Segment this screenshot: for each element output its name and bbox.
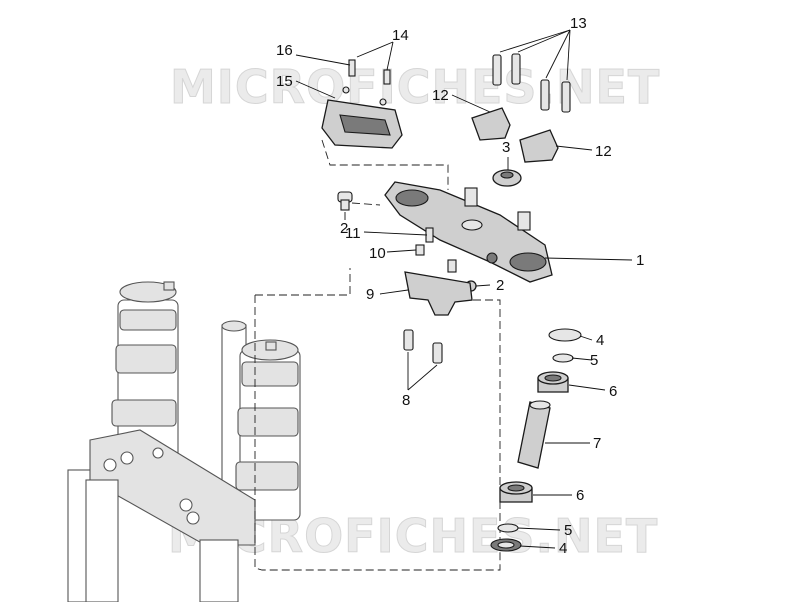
- washer-part-5b: [497, 523, 519, 533]
- screw-part-10b: [447, 259, 457, 273]
- label-1: 1: [636, 252, 644, 269]
- label-14: 14: [392, 27, 409, 44]
- label-6a: 6: [609, 383, 617, 400]
- label-4b: 4: [559, 540, 567, 557]
- seal-part-4a: [548, 328, 582, 342]
- label-12a: 12: [432, 87, 449, 104]
- label-9: 9: [366, 286, 374, 303]
- washer-part-5a: [552, 353, 574, 363]
- clamp-part-12b: [519, 129, 559, 163]
- clamp-part-12a: [471, 107, 511, 141]
- screw-part-10: [415, 244, 425, 256]
- fork-assembly-illustration: [67, 281, 301, 602]
- handlebar-cover-part-15: [321, 59, 403, 149]
- label-12b: 12: [595, 143, 612, 160]
- bearing-part-6a: [537, 371, 569, 393]
- label-5a: 5: [590, 352, 598, 369]
- assembly-line-lower-top: [255, 268, 351, 296]
- label-8: 8: [402, 392, 410, 409]
- assembly-line-top-cap: [321, 139, 449, 190]
- upper-triple-clamp-part-1: [384, 181, 553, 283]
- bolt-part-8b: [432, 342, 443, 364]
- label-10: 10: [369, 245, 386, 262]
- label-2b: 2: [496, 277, 504, 294]
- label-2a: 2: [340, 220, 348, 237]
- label-15: 15: [276, 73, 293, 90]
- bearing-part-6b: [499, 481, 533, 503]
- assembly-line-bolt2: [351, 202, 381, 206]
- screw-part-11: [425, 227, 434, 243]
- label-5b: 5: [564, 522, 572, 539]
- watermark-top: MICROFICHES.NET: [170, 60, 660, 114]
- assembly-line-right: [470, 299, 501, 545]
- label-13: 13: [570, 15, 587, 32]
- label-3: 3: [502, 139, 510, 156]
- stem-tube-part-7: [517, 400, 551, 469]
- label-6b: 6: [576, 487, 584, 504]
- label-4a: 4: [596, 332, 604, 349]
- bolt-part-8a: [403, 329, 414, 351]
- assembly-line-left-bottom: [254, 295, 501, 571]
- bracket-part-9: [404, 271, 473, 316]
- leader-lines: [295, 29, 633, 549]
- bolts-part-13: [492, 53, 571, 113]
- label-11: 11: [345, 225, 361, 242]
- label-7: 7: [593, 435, 601, 452]
- label-16: 16: [276, 42, 293, 59]
- bolt-part-2a: [337, 191, 353, 211]
